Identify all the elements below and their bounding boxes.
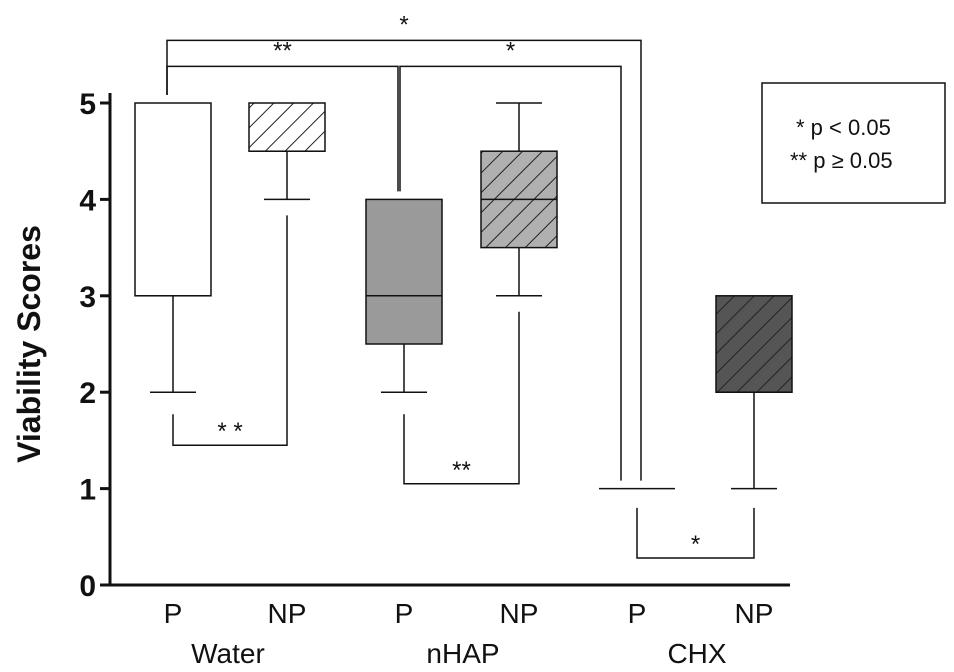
plot-area xyxy=(134,102,793,490)
y-tick-label: 0 xyxy=(79,570,96,603)
significance-label: * * xyxy=(217,418,242,445)
axes xyxy=(108,93,790,587)
significance-label: ** xyxy=(273,37,292,64)
box xyxy=(365,198,443,345)
x-group-label: nHAP xyxy=(426,638,499,669)
significance-bracket xyxy=(399,65,622,481)
significance-label: ** xyxy=(452,457,471,484)
legend: * p < 0.05 ** p ≥ 0.05 xyxy=(761,82,946,204)
legend-line: * p < 0.05 xyxy=(796,115,891,140)
y-ticks: 0 1 2 3 4 5 xyxy=(79,88,110,603)
significance-label: * xyxy=(399,11,408,38)
legend-box xyxy=(761,82,946,204)
box xyxy=(134,102,212,297)
x-category-label: NP xyxy=(500,598,539,629)
y-tick-label: 1 xyxy=(79,474,96,507)
significance-bracket xyxy=(403,311,520,485)
box xyxy=(715,295,793,393)
x-category-label: NP xyxy=(735,598,774,629)
x-group-label: Water xyxy=(191,638,265,669)
significance-bracket xyxy=(172,215,288,446)
legend-line: ** p ≥ 0.05 xyxy=(790,148,893,173)
x-category-label: P xyxy=(628,598,647,629)
y-tick-label: 4 xyxy=(79,184,96,217)
x-category-label: P xyxy=(164,598,183,629)
y-tick-label: 2 xyxy=(79,377,96,410)
y-tick-label: 3 xyxy=(79,281,96,314)
significance-label: * xyxy=(691,531,700,558)
significance-bracket xyxy=(166,39,642,481)
significance-bracket xyxy=(636,507,755,559)
x-group-label: CHX xyxy=(667,638,726,669)
y-axis-label: Viability Scores xyxy=(11,225,47,463)
x-category-label: P xyxy=(395,598,414,629)
y-tick-label: 5 xyxy=(79,88,96,121)
significance-brackets: * ******** xyxy=(166,11,755,559)
box xyxy=(248,102,326,152)
significance-label: * xyxy=(506,37,515,64)
x-category-label: NP xyxy=(268,598,307,629)
